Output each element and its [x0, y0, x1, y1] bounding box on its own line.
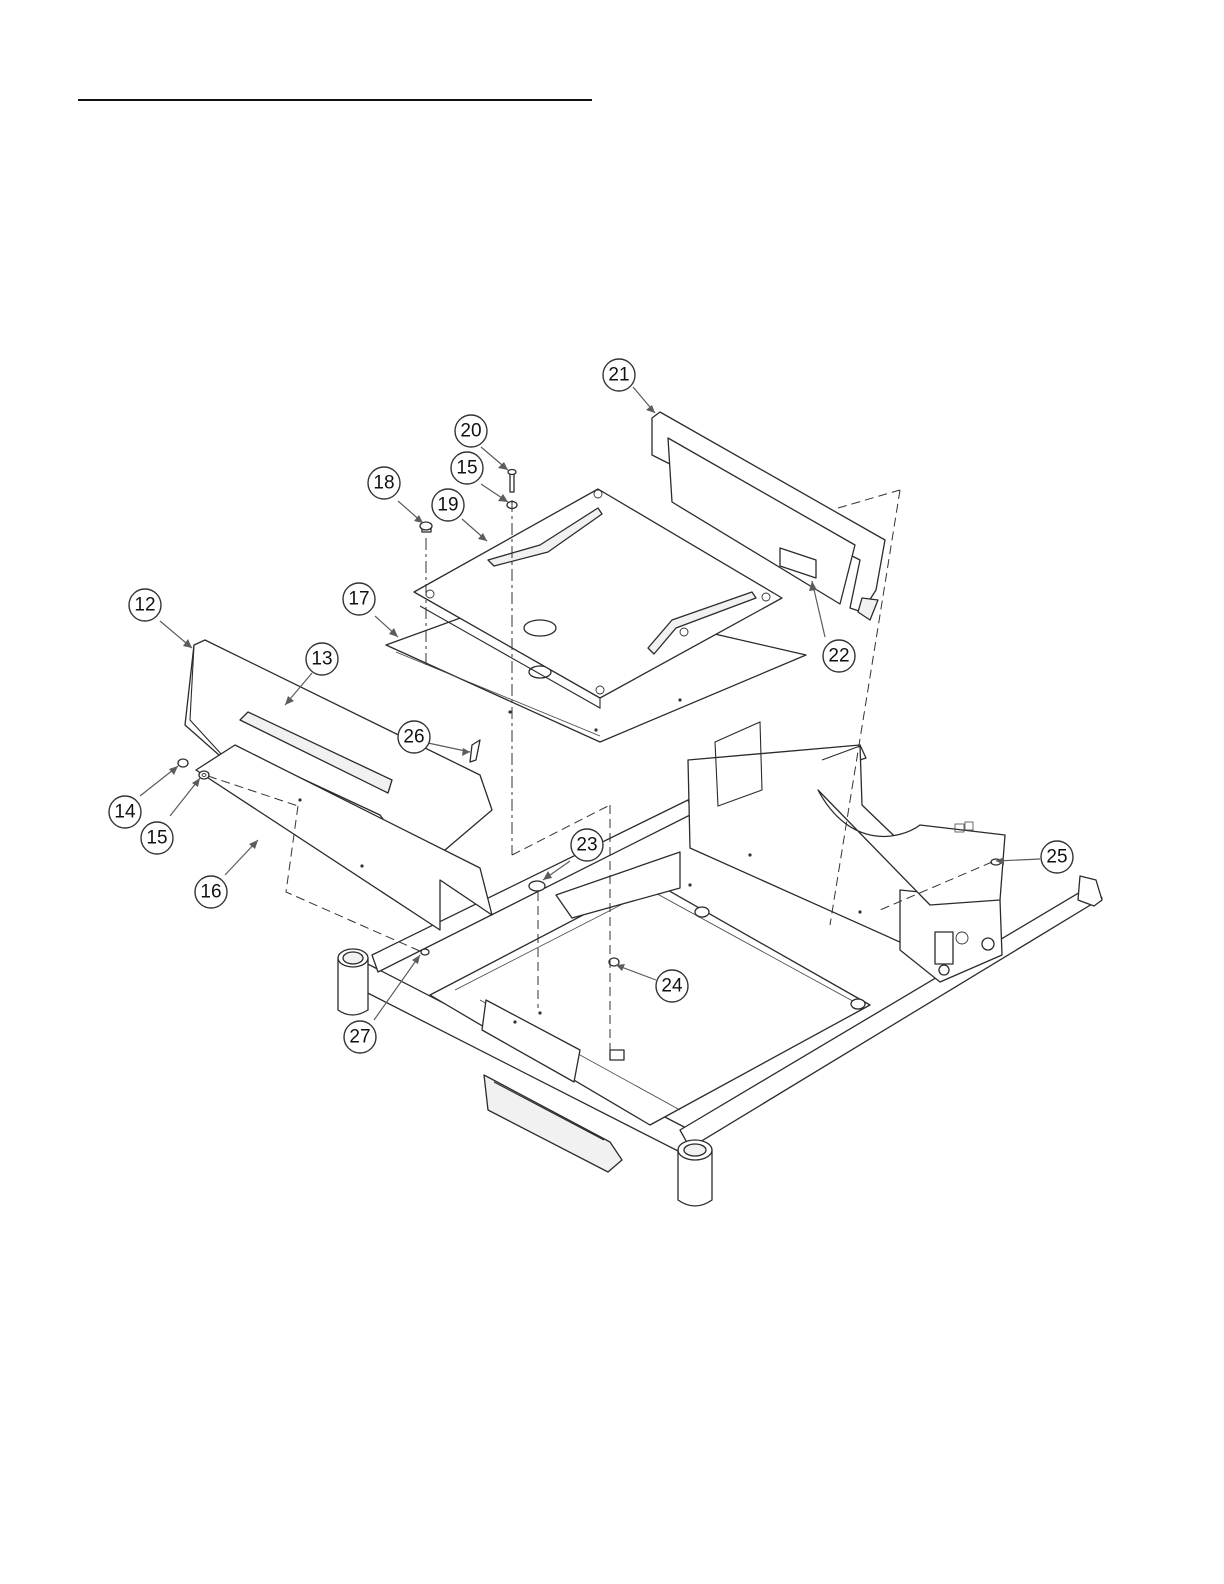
callout-15-top-label: 15 [456, 458, 477, 479]
callout-20-label: 20 [460, 421, 481, 442]
callout-12-label: 12 [134, 595, 155, 616]
callout-26-label: 26 [403, 727, 424, 748]
callout-22: 22 [823, 640, 855, 672]
callout-25-label: 25 [1046, 847, 1067, 868]
callout-14: 14 [109, 796, 141, 828]
callout-15-top: 15 [451, 452, 483, 484]
callout-19: 19 [432, 489, 464, 521]
callout-18-label: 18 [373, 473, 394, 494]
callout-23-label: 23 [576, 835, 597, 856]
callout-13: 13 [306, 643, 338, 675]
callout-27-label: 27 [349, 1027, 370, 1048]
callout-12: 12 [129, 589, 161, 621]
callout-21: 21 [603, 359, 635, 391]
callout-21-label: 21 [608, 365, 629, 386]
callout-18: 18 [368, 467, 400, 499]
callout-24-label: 24 [661, 976, 683, 997]
callout-17: 17 [343, 583, 375, 615]
callout-17-label: 17 [348, 589, 369, 610]
callout-27: 27 [344, 1021, 376, 1053]
callout-16-label: 16 [200, 882, 221, 903]
callout-23: 23 [571, 829, 603, 861]
callout-14-label: 14 [114, 802, 136, 823]
callout-25: 25 [1041, 841, 1073, 873]
callout-13-label: 13 [311, 649, 332, 670]
callout-19-label: 19 [437, 495, 458, 516]
callout-16: 16 [195, 876, 227, 908]
callout-15-left: 15 [141, 822, 173, 854]
callout-26: 26 [398, 721, 430, 753]
callout-15-left-label: 15 [146, 828, 167, 849]
callout-22-label: 22 [828, 646, 849, 667]
callout-24: 24 [656, 970, 688, 1002]
callout-20: 20 [455, 415, 487, 447]
